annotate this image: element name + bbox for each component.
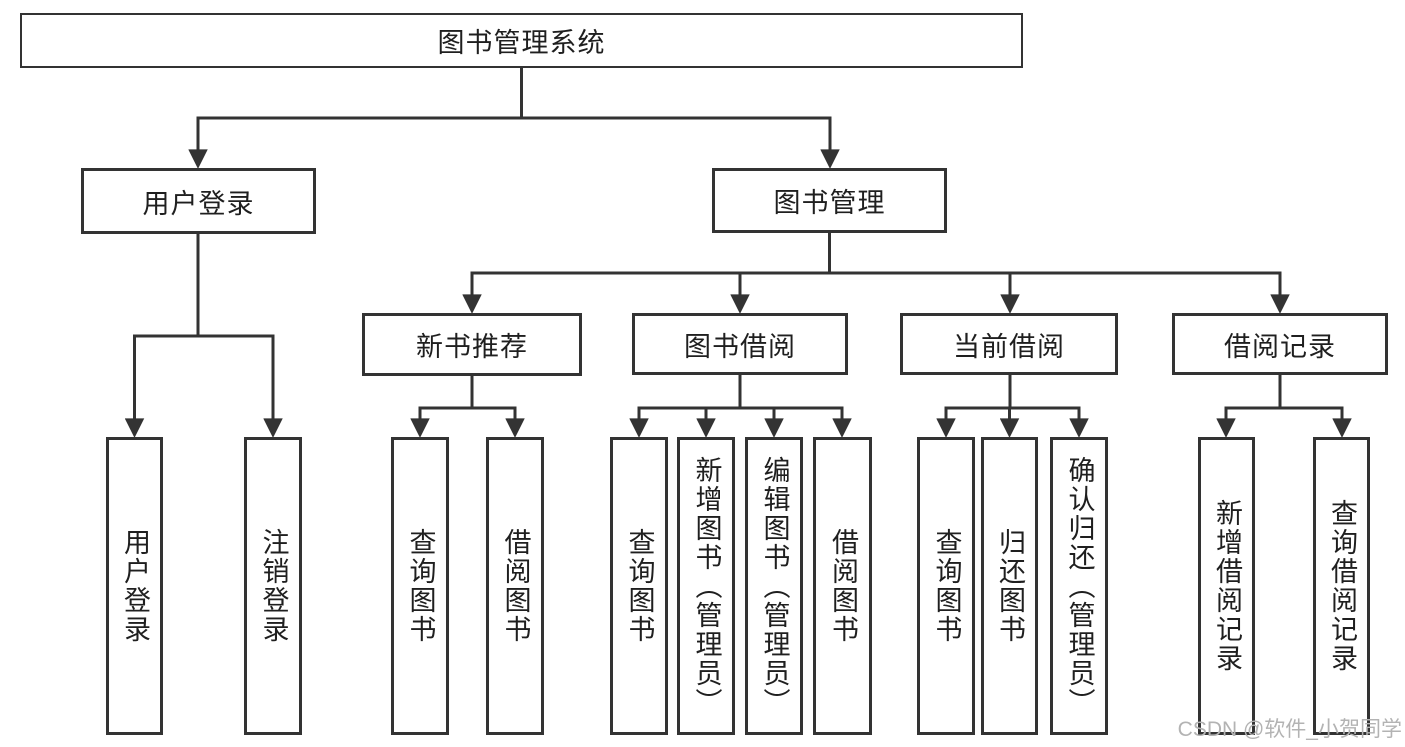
leaf-confirm-return-admin: 确认归还（管理员） (1050, 437, 1108, 735)
leaf-label: 借阅图书 (828, 528, 858, 644)
node-user-login-label: 用户登录 (142, 188, 255, 219)
leaf-query-books-borrow: 查询图书 (610, 437, 668, 735)
node-current-borrow-label: 当前借阅 (953, 331, 1065, 362)
leaf-label: 编辑图书（管理员） (759, 455, 790, 717)
leaf-edit-books-admin: 编辑图书（管理员） (745, 437, 803, 735)
leaf-logout: 注销登录 (244, 437, 302, 735)
leaf-label: 新增借阅记录 (1212, 499, 1242, 673)
leaf-label: 借阅图书 (500, 528, 531, 644)
leaf-label: 查询图书 (405, 528, 436, 644)
node-new-book-recommend: 新书推荐 (362, 313, 582, 376)
leaf-label: 查询借阅记录 (1327, 499, 1357, 673)
leaf-query-books-newbook: 查询图书 (391, 437, 449, 735)
node-borrow-records-label: 借阅记录 (1224, 331, 1336, 362)
leaf-label: 查询图书 (931, 528, 962, 644)
leaf-label: 新增图书（管理员） (691, 455, 722, 717)
leaf-label: 用户登录 (120, 528, 150, 644)
leaf-label: 注销登录 (258, 528, 289, 644)
node-book-borrow-label: 图书借阅 (684, 331, 796, 362)
node-book-borrow: 图书借阅 (632, 313, 848, 375)
node-current-borrow: 当前借阅 (900, 313, 1118, 375)
leaf-label: 确认归还（管理员） (1064, 455, 1095, 717)
node-new-book-recommend-label: 新书推荐 (416, 332, 528, 362)
leaf-user-login: 用户登录 (106, 437, 163, 735)
leaf-query-borrow-record: 查询借阅记录 (1313, 437, 1370, 735)
node-book-management-label: 图书管理 (773, 188, 886, 218)
leaf-label: 查询图书 (624, 528, 655, 644)
leaf-add-books-admin: 新增图书（管理员） (677, 437, 735, 735)
node-root: 图书管理系统 (20, 13, 1023, 68)
leaf-add-borrow-record: 新增借阅记录 (1198, 437, 1255, 735)
watermark: CSDN @软件_小贺同学 (1177, 718, 1402, 741)
leaf-return-books: 归还图书 (981, 437, 1038, 735)
leaf-borrow-books: 借阅图书 (813, 437, 872, 735)
leaf-label: 归还图书 (995, 528, 1025, 644)
node-root-label: 图书管理系统 (437, 28, 606, 58)
node-user-login: 用户登录 (81, 168, 316, 234)
leaf-borrow-books-newbook: 借阅图书 (486, 437, 544, 735)
node-book-management: 图书管理 (712, 168, 947, 233)
leaf-query-books-current: 查询图书 (917, 437, 975, 735)
node-borrow-records: 借阅记录 (1172, 313, 1388, 375)
